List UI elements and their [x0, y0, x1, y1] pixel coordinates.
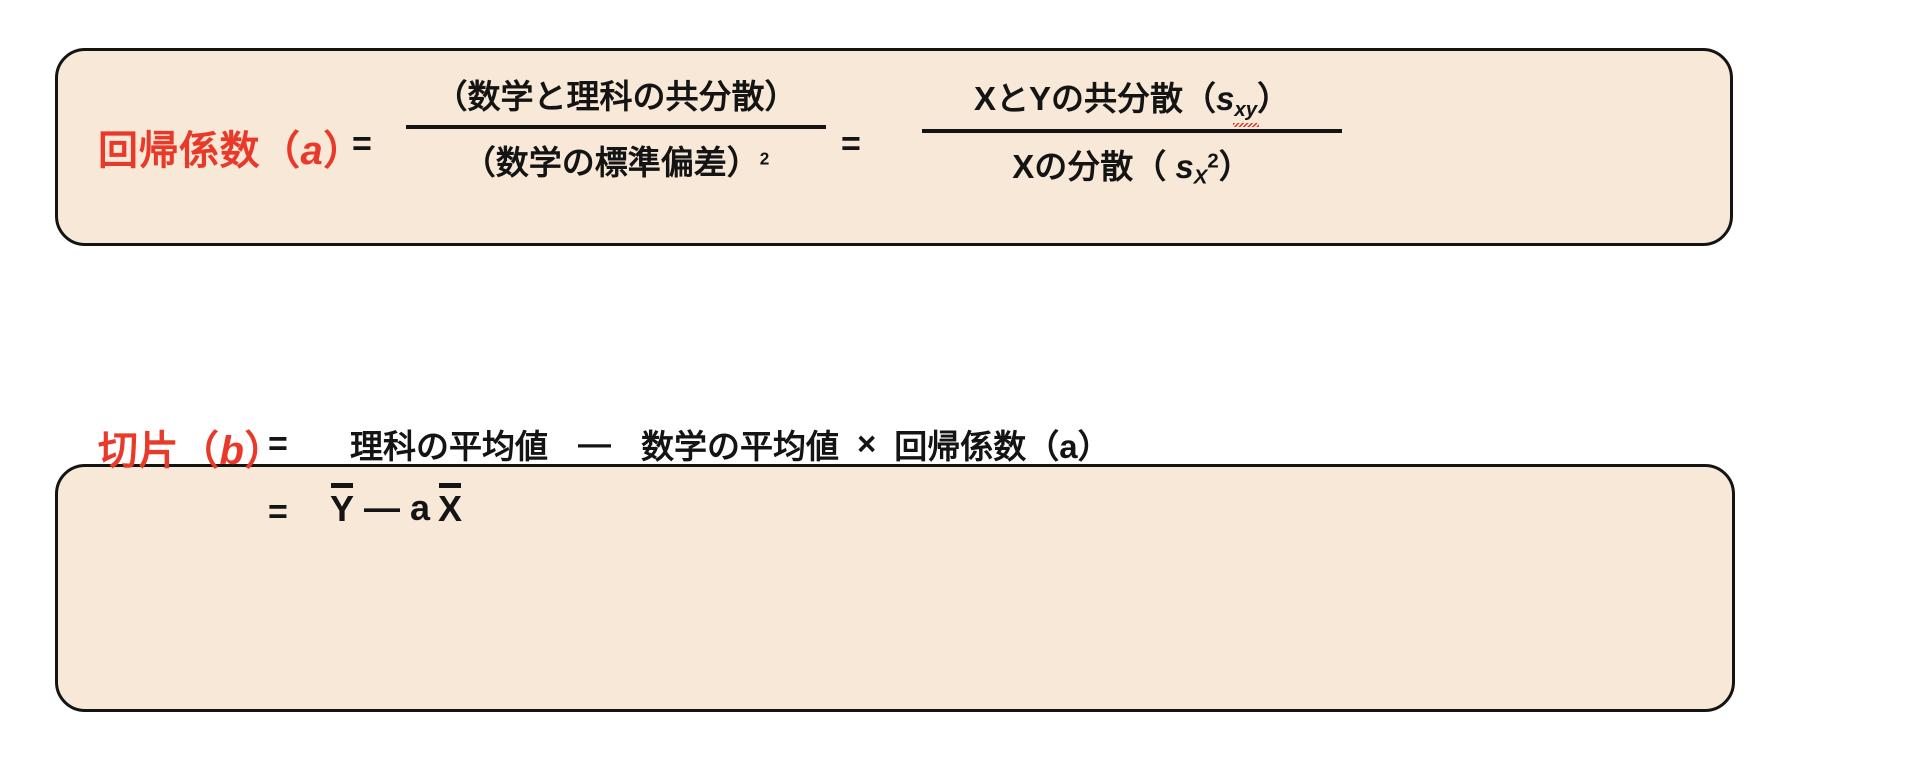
variance-symbol-subscript: X	[1193, 165, 1208, 189]
intercept-label-close-paren: ）	[244, 429, 285, 473]
intercept-term-coefficient: 回帰係数（a）	[894, 428, 1111, 465]
right-numerator-close-paren: ）	[1257, 80, 1291, 117]
intercept-label-text: 切片（	[98, 429, 220, 473]
covariance-symbol-subscript: xy	[1233, 97, 1259, 127]
intercept-label: 切片（b）	[98, 418, 285, 476]
regression-coefficient-label: 回帰係数（a）	[98, 118, 364, 176]
intercept-expression-line-2: Y — a X	[330, 483, 463, 530]
coefficient-equals-sign-2: =	[841, 125, 861, 163]
right-fraction-bar	[922, 128, 1342, 133]
left-fraction-numerator: （数学と理科の共分散）	[434, 78, 798, 115]
right-fraction-numerator: XとYの共分散（sxy）	[973, 80, 1291, 127]
intercept-term-science-mean: 理科の平均値	[350, 428, 548, 465]
intercept-equals-sign-1: =	[268, 425, 288, 463]
intercept-label-variable: b	[219, 429, 245, 473]
left-fraction-denominator: （数学の標準偏差）2	[462, 144, 770, 181]
intercept-times-sign: ×	[857, 425, 877, 462]
regression-coefficient-panel	[55, 48, 1733, 246]
variance-symbol: s	[1175, 147, 1194, 185]
covariance-symbol: s	[1215, 80, 1235, 117]
right-fraction-denominator: Xの分散（ sX2）	[1012, 147, 1252, 189]
intercept-equals-sign-2: =	[268, 493, 288, 531]
left-denominator-exponent: 2	[759, 148, 770, 169]
y-mean-symbol: Y	[330, 483, 355, 529]
intercept-panel	[55, 464, 1735, 712]
intercept-line2-minus-sign: —	[364, 487, 401, 528]
coefficient-label-text: 回帰係数（	[98, 129, 301, 173]
coefficient-equals-sign-1: =	[352, 125, 372, 163]
coefficient-label-variable: a	[300, 129, 324, 173]
variance-symbol-exponent: 2	[1207, 149, 1219, 173]
right-denominator-close-paren: ）	[1218, 147, 1252, 185]
coefficient-label-close-paren: ）	[323, 129, 364, 173]
left-fraction-bar	[406, 125, 826, 129]
intercept-expression-line-1: 理科の平均値 — 数学の平均値 × 回帰係数（a）	[320, 420, 1111, 468]
intercept-minus-sign: —	[578, 425, 611, 462]
x-mean-symbol: X	[438, 483, 463, 529]
coefficient-a-symbol: a	[410, 487, 431, 528]
coefficient-left-fraction: （数学と理科の共分散） （数学の標準偏差）2	[406, 70, 826, 184]
coefficient-right-fraction: XとYの共分散（sxy） Xの分散（ sX2）	[922, 72, 1342, 189]
intercept-term-math-mean: 数学の平均値	[641, 428, 839, 465]
